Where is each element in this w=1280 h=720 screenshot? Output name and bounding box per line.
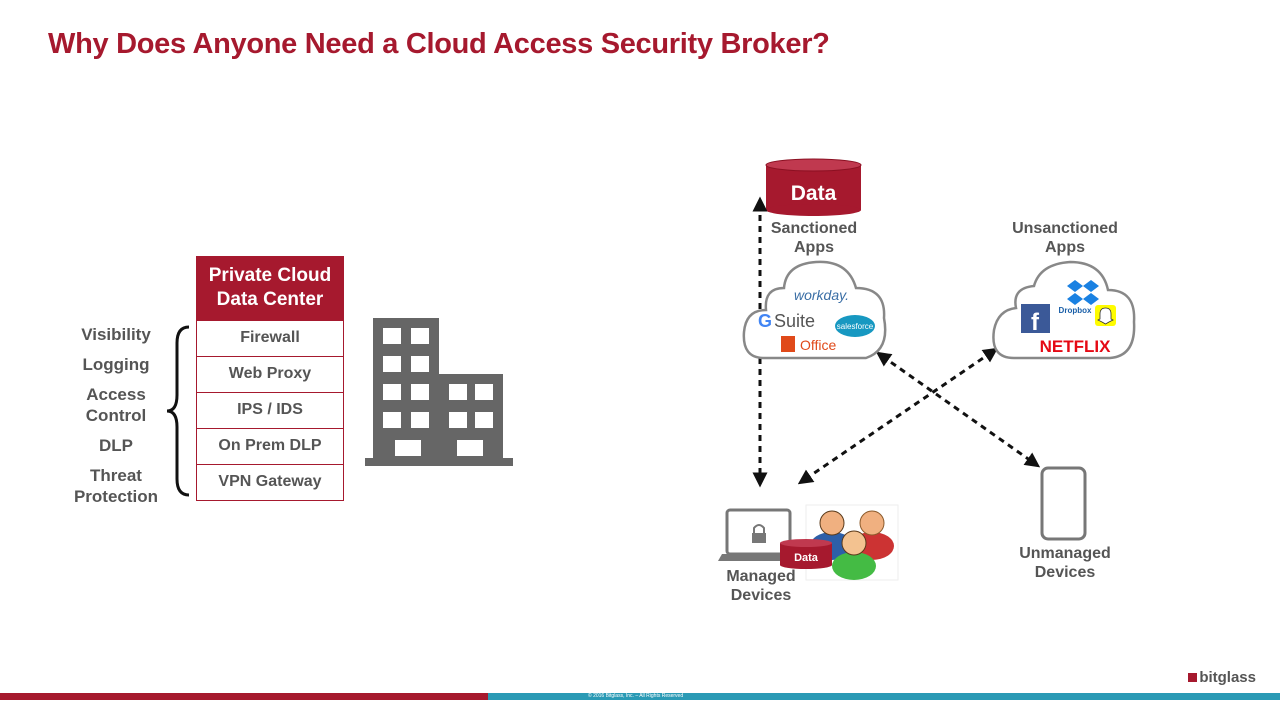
- datacenter-row-vpn-gateway: VPN Gateway: [197, 464, 343, 500]
- workday-logo: workday.: [794, 287, 849, 303]
- lock-icon: [752, 533, 766, 543]
- curly-brace-icon: [166, 325, 190, 497]
- facebook-icon: [1021, 304, 1050, 333]
- brand-name: bitglass: [1199, 669, 1256, 686]
- google-logo-icon: G: [758, 311, 772, 331]
- laptop-icon: [718, 508, 799, 561]
- building-icon: [365, 318, 513, 466]
- datacenter-row-firewall: Firewall: [197, 320, 343, 356]
- bitglass-logo: bitglass: [1188, 669, 1256, 686]
- dropbox-logo: Dropbox: [1059, 306, 1092, 315]
- managed-devices-label: Managed Devices: [726, 568, 796, 604]
- cloud-diagram: Data workday. G Suite salesforce Office …: [718, 158, 1136, 581]
- small-data-label: Data: [794, 552, 819, 564]
- capability-list: Visibility Logging Access Control DLP Th…: [60, 324, 172, 516]
- capability-threat-protection: Threat Protection: [73, 466, 159, 506]
- unsanctioned-apps-label: Unsanctioned Apps: [1012, 220, 1118, 256]
- data-cylinder-icon: Data: [765, 158, 862, 216]
- office-logo: Office: [800, 337, 837, 353]
- datacenter-row-on-prem-dlp: On Prem DLP: [197, 428, 343, 464]
- datacenter-header: Private Cloud Data Center: [197, 257, 343, 320]
- datacenter-table: Private Cloud Data Center Firewall Web P…: [196, 256, 344, 501]
- slide-title: Why Does Anyone Need a Cloud Access Secu…: [48, 28, 830, 60]
- arrow-unsanctioned-to-managed: [797, 347, 999, 485]
- sanctioned-apps-label: Sanctioned Apps: [770, 220, 858, 256]
- unmanaged-devices-label: Unmanaged Devices: [1019, 545, 1111, 581]
- capability-dlp: DLP: [99, 436, 133, 455]
- copyright-text: © 2016 Bitglass, Inc. – All Rights Reser…: [588, 693, 684, 699]
- salesforce-logo: salesforce: [837, 322, 874, 331]
- bitglass-logo-icon: [1188, 673, 1198, 682]
- svg-text:f: f: [1031, 309, 1040, 336]
- capability-visibility: Visibility: [81, 325, 151, 344]
- small-data-cylinder-icon: Data: [780, 539, 832, 569]
- footer-teal-bar: [488, 693, 1280, 700]
- datacenter-row-web-proxy: Web Proxy: [197, 356, 343, 392]
- data-label: Data: [791, 182, 837, 205]
- netflix-logo: NETFLIX: [1040, 337, 1111, 356]
- capability-access-control: Access Control: [85, 385, 147, 425]
- salesforce-cloud-icon: [835, 315, 875, 337]
- gsuite-logo: Suite: [774, 311, 815, 331]
- capability-logging: Logging: [82, 355, 150, 374]
- dropbox-icon: [1067, 280, 1099, 305]
- users-icon: [805, 504, 899, 581]
- footer-red-bar: [0, 693, 488, 700]
- mobile-phone-icon: [1040, 466, 1087, 541]
- arrow-sanctioned-to-unmanaged: [875, 351, 1041, 468]
- office-logo-icon: [781, 336, 795, 352]
- datacenter-row-ips-ids: IPS / IDS: [197, 392, 343, 428]
